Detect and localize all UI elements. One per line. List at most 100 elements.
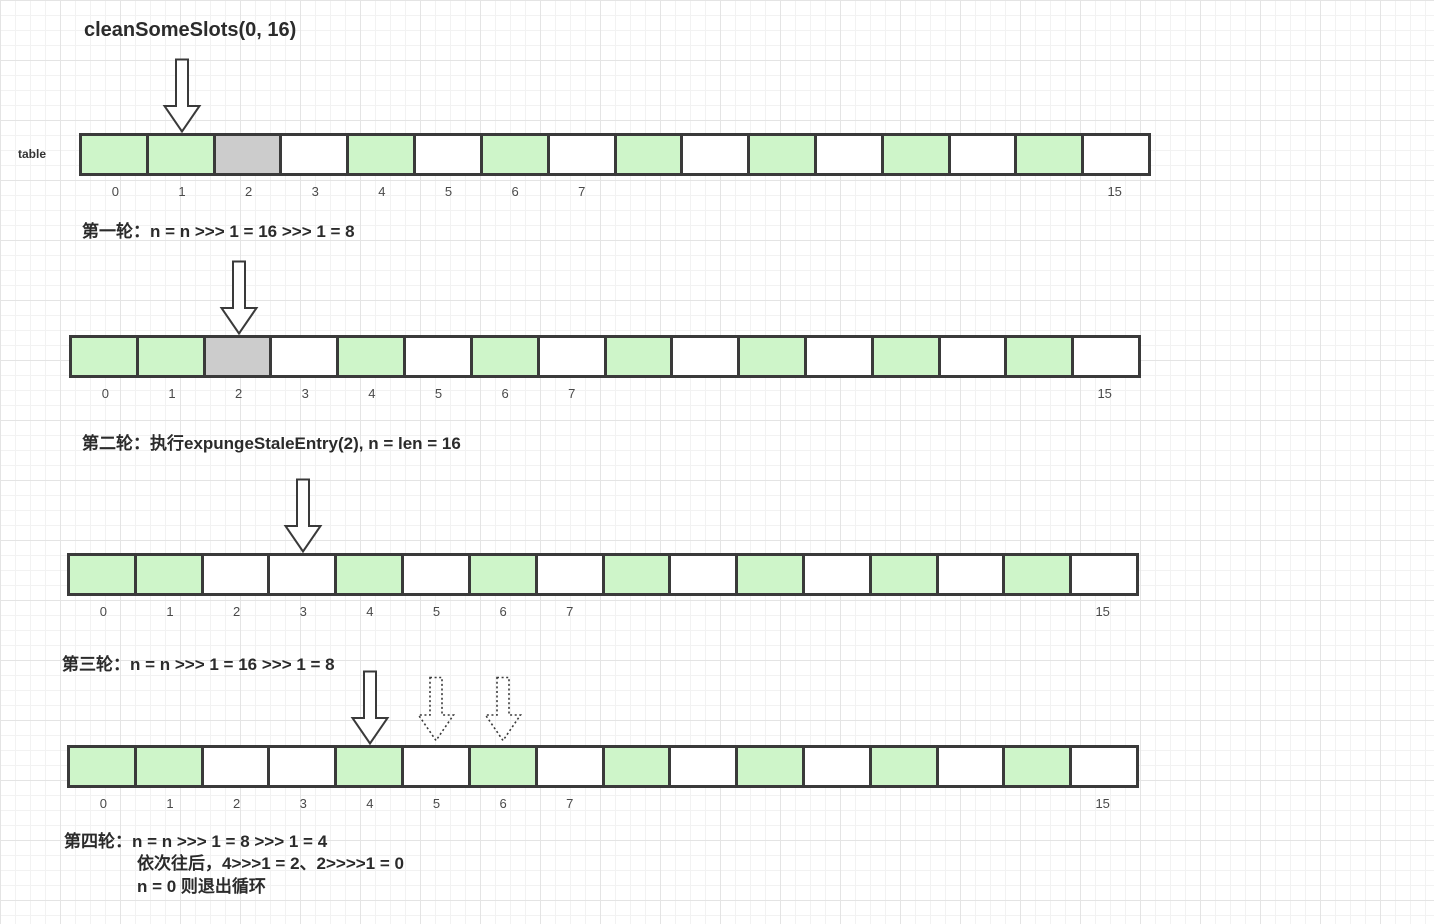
- diagram-title: cleanSomeSlots(0, 16): [84, 19, 297, 41]
- table-cell-round-2-5: [404, 556, 471, 593]
- table-cell-initial-table-3: [282, 136, 350, 173]
- table-cell-round-2-4: [337, 556, 405, 593]
- index-label-round-2-7: 7: [566, 604, 574, 619]
- table-cell-round-2-15: [1072, 556, 1136, 593]
- table-cell-round-2-10: [738, 556, 805, 593]
- index-label-round-2-5: 5: [432, 604, 441, 619]
- table-cell-round-2-7: [537, 556, 605, 593]
- table-cell-round-2-13: [938, 556, 1006, 593]
- index-label-initial-table-0: 0: [111, 184, 119, 199]
- table-cell-initial-table-7: [549, 136, 617, 173]
- table-cell-round-3-11: [804, 748, 872, 785]
- table-cell-initial-table-2: [215, 136, 283, 173]
- table-cell-initial-table-5: [416, 136, 483, 173]
- index-label-round-3-7: 7: [566, 796, 574, 811]
- cells-round-2: [67, 553, 1139, 596]
- table-cell-initial-table-8: [616, 136, 684, 173]
- table-cell-round-1-1: [138, 338, 206, 375]
- table-cell-round-2-1: [136, 556, 204, 593]
- table-cell-initial-table-9: [683, 136, 751, 173]
- table-cell-round-3-15: [1072, 748, 1136, 785]
- table-cell-round-3-7: [537, 748, 605, 785]
- index-label-round-1-7: 7: [568, 386, 576, 401]
- table-cell-round-1-5: [406, 338, 473, 375]
- table-label: table: [18, 147, 47, 161]
- table-cell-round-2-9: [671, 556, 739, 593]
- down-arrow-dotted-icon-cell6: [483, 676, 523, 742]
- index-label-initial-table-7: 7: [578, 184, 586, 199]
- index-label-round-2-0: 0: [99, 604, 107, 619]
- table-cell-round-2-12: [871, 556, 939, 593]
- index-label-round-2-15: 15: [1095, 604, 1110, 619]
- table-cell-round-1-7: [539, 338, 607, 375]
- table-cell-initial-table-13: [950, 136, 1018, 173]
- table-cell-round-2-0: [70, 556, 137, 593]
- index-label-initial-table-5: 5: [444, 184, 453, 199]
- table-cell-round-1-8: [606, 338, 674, 375]
- table-cell-initial-table-12: [883, 136, 951, 173]
- index-label-round-3-2: 2: [232, 796, 241, 811]
- down-arrow-dotted-icon-cell5: [416, 676, 456, 742]
- table-cell-initial-table-6: [482, 136, 550, 173]
- table-cell-round-3-4: [337, 748, 405, 785]
- table-cell-round-2-8: [604, 556, 672, 593]
- cells-initial-table: [79, 133, 1151, 176]
- index-label-round-1-15: 15: [1097, 386, 1112, 401]
- caption-round4-line3: n = 0 则退出循环: [137, 877, 266, 896]
- table-cell-initial-table-11: [816, 136, 884, 173]
- down-arrow-solid-icon-cell4: [350, 670, 390, 746]
- index-label-initial-table-2: 2: [244, 184, 253, 199]
- index-label-round-2-4: 4: [366, 604, 374, 619]
- index-label-round-3-3: 3: [299, 796, 307, 811]
- caption-round4-line2: 依次往后，4>>>1 = 2、2>>>>1 = 0: [137, 854, 404, 873]
- table-cell-initial-table-1: [148, 136, 216, 173]
- table-cell-round-2-2: [203, 556, 271, 593]
- table-cell-round-1-14: [1007, 338, 1075, 375]
- caption-round3: 第三轮：n = n >>> 1 = 16 >>> 1 = 8: [62, 655, 335, 674]
- index-label-initial-table-3: 3: [311, 184, 319, 199]
- table-cell-round-1-9: [673, 338, 741, 375]
- index-label-initial-table-15: 15: [1107, 184, 1122, 199]
- table-cell-initial-table-4: [349, 136, 417, 173]
- table-cell-round-1-12: [873, 338, 941, 375]
- index-label-round-3-15: 15: [1095, 796, 1110, 811]
- table-cell-round-2-14: [1005, 556, 1073, 593]
- table-cell-round-3-14: [1005, 748, 1073, 785]
- caption-round4-line1: 第四轮：n = n >>> 1 = 8 >>> 1 = 4: [64, 832, 328, 851]
- table-cell-round-2-6: [470, 556, 538, 593]
- down-arrow-solid-icon-cell3: [283, 478, 323, 554]
- index-label-round-1-5: 5: [434, 386, 443, 401]
- index-label-round-1-6: 6: [501, 386, 509, 401]
- caption-round2: 第二轮：执行expungeStaleEntry(2), n = len = 16: [82, 434, 461, 453]
- index-label-round-2-3: 3: [299, 604, 307, 619]
- table-cell-round-3-12: [871, 748, 939, 785]
- index-label-round-1-0: 0: [101, 386, 109, 401]
- index-label-round-1-1: 1: [168, 386, 176, 401]
- table-cell-round-3-8: [604, 748, 672, 785]
- table-cell-round-1-3: [272, 338, 340, 375]
- index-label-round-3-5: 5: [432, 796, 441, 811]
- table-cell-round-1-10: [740, 338, 807, 375]
- cells-round-1: [69, 335, 1141, 378]
- table-cell-round-1-4: [339, 338, 407, 375]
- index-label-round-1-4: 4: [368, 386, 376, 401]
- table-cell-round-3-3: [270, 748, 338, 785]
- table-cell-round-3-13: [938, 748, 1006, 785]
- index-label-round-3-6: 6: [499, 796, 507, 811]
- table-cell-round-1-2: [205, 338, 273, 375]
- table-cell-round-1-15: [1074, 338, 1138, 375]
- table-cell-round-3-9: [671, 748, 739, 785]
- table-cell-round-3-2: [203, 748, 271, 785]
- index-label-round-2-6: 6: [499, 604, 507, 619]
- table-cell-round-2-11: [804, 556, 872, 593]
- table-cell-round-3-1: [136, 748, 204, 785]
- index-label-round-2-1: 1: [166, 604, 174, 619]
- index-label-round-1-3: 3: [301, 386, 309, 401]
- index-label-round-3-4: 4: [366, 796, 374, 811]
- table-cell-round-2-3: [270, 556, 338, 593]
- table-cell-round-1-6: [472, 338, 540, 375]
- index-label-initial-table-4: 4: [378, 184, 386, 199]
